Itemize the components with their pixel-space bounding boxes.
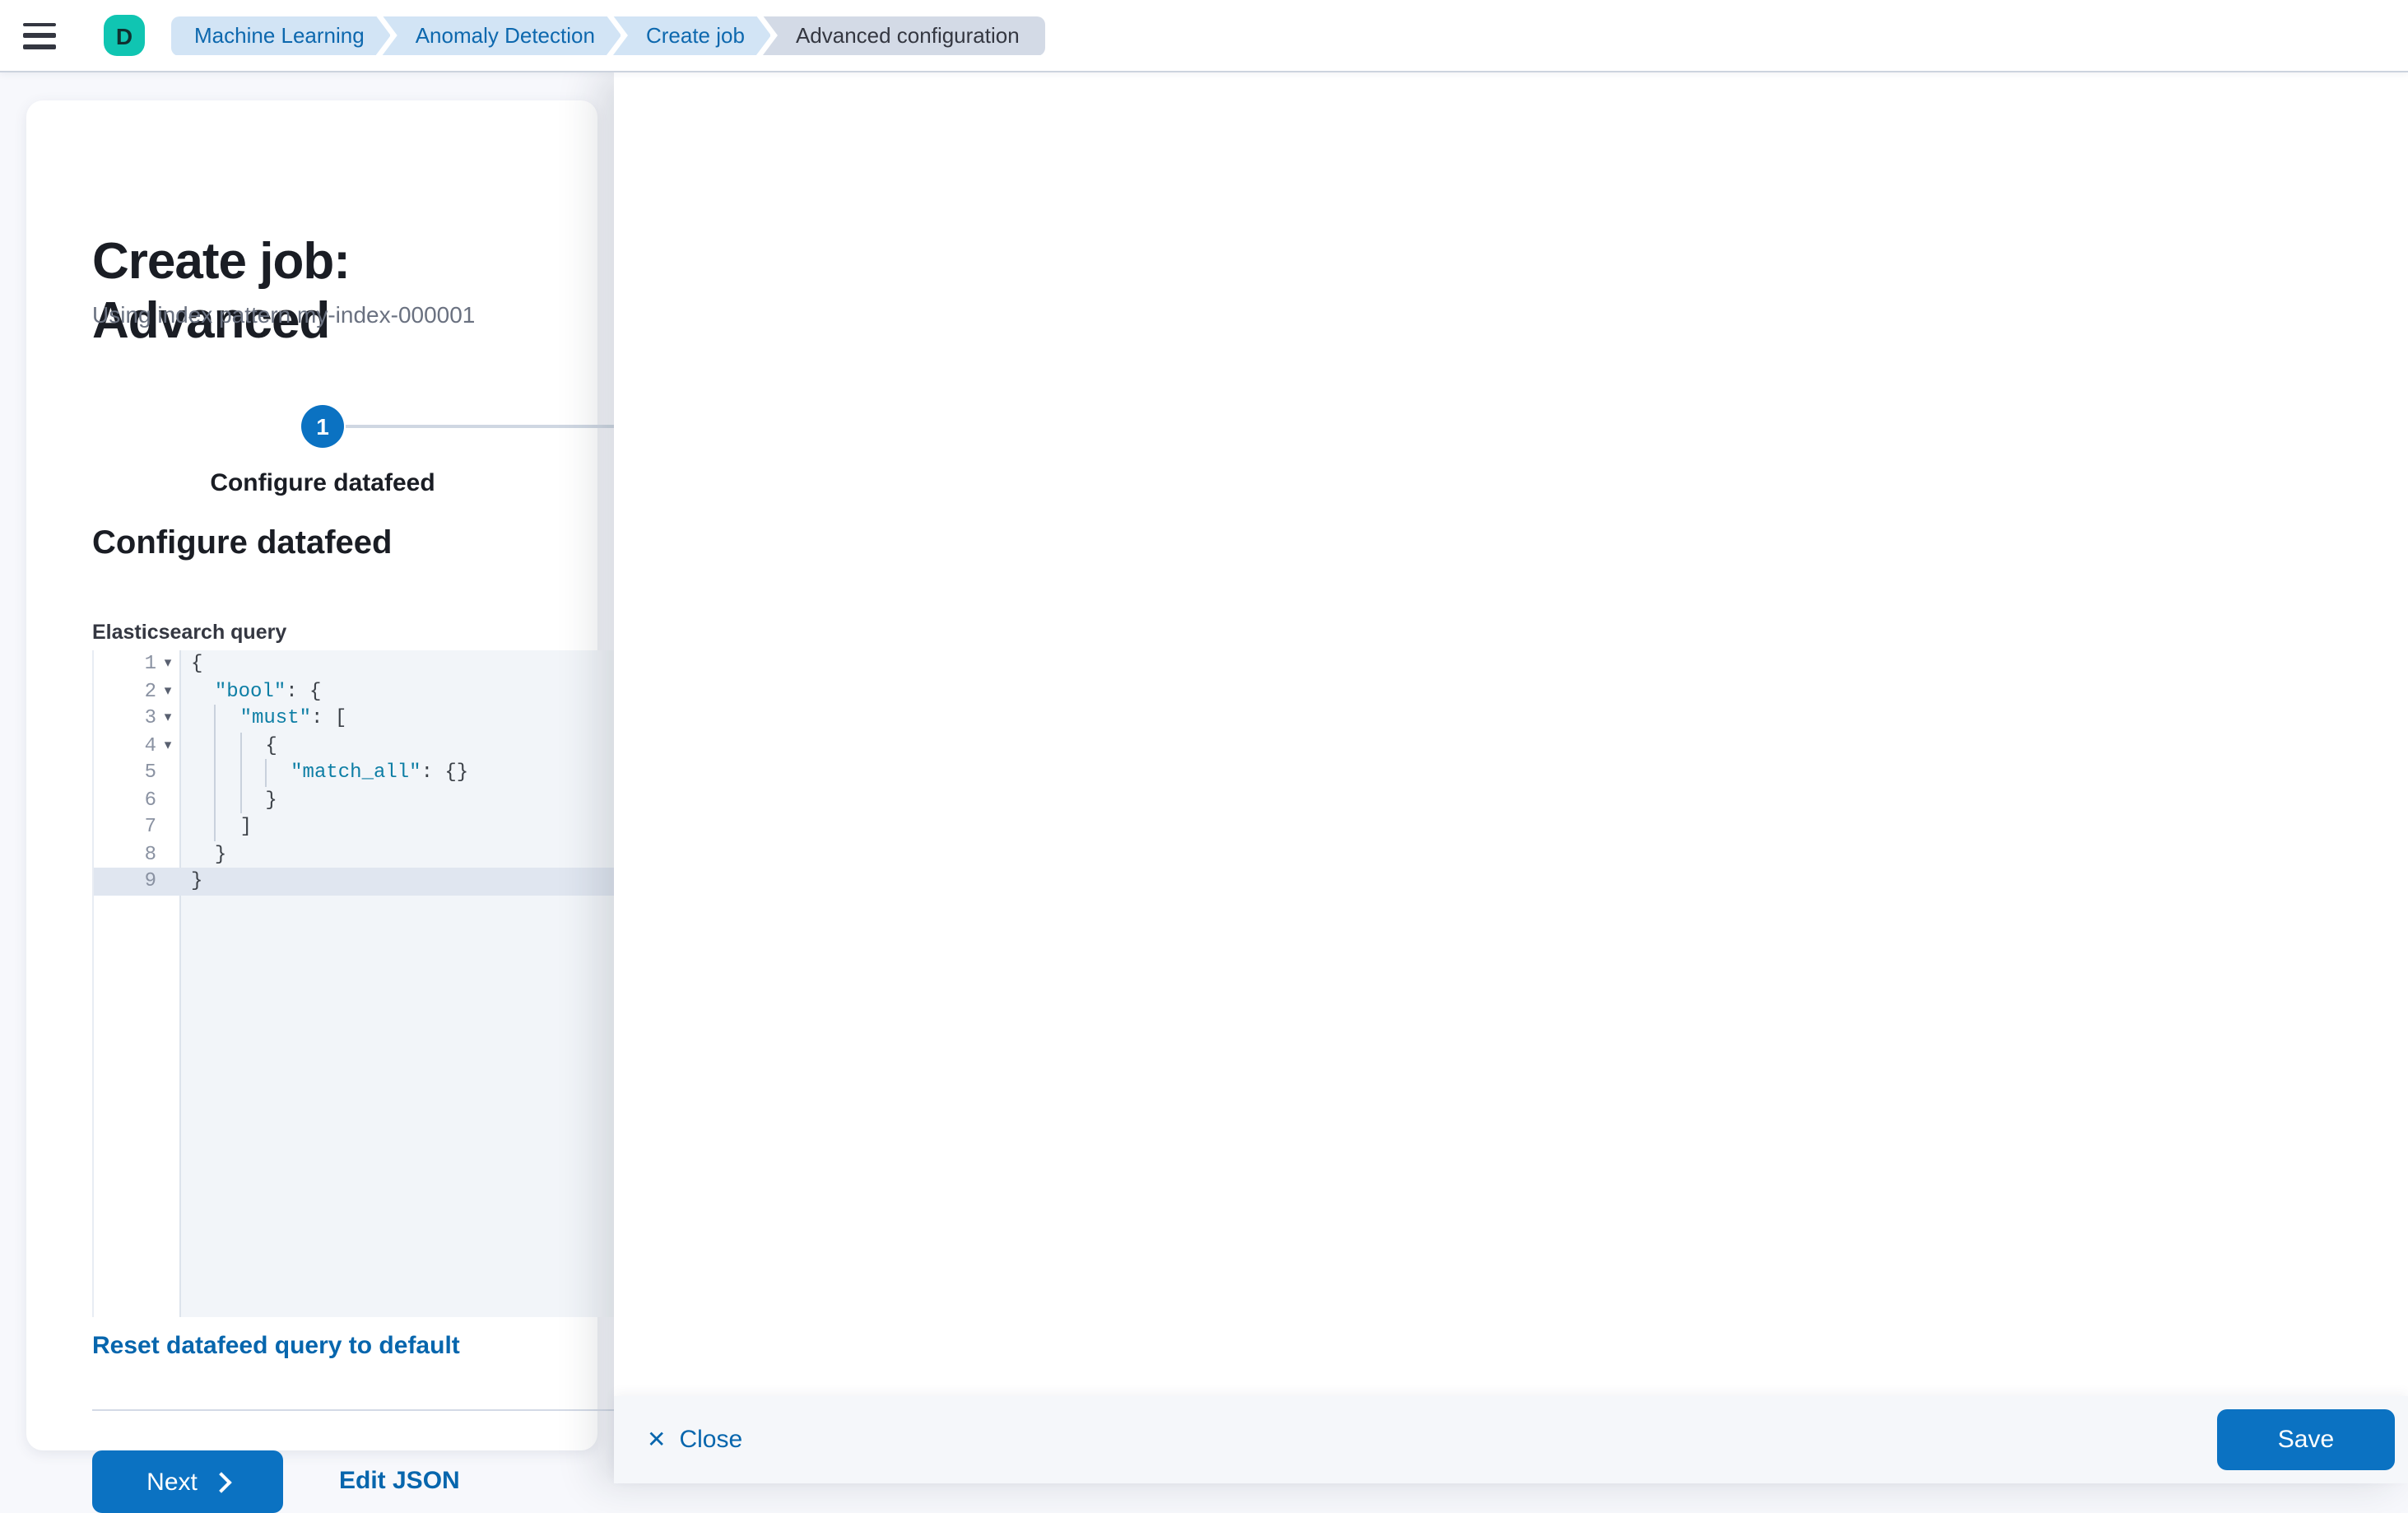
- page-subtitle: Using index pattern my-index-000001: [92, 301, 476, 328]
- chevron-right-icon: [211, 1472, 232, 1493]
- elasticsearch-query-label: Elasticsearch query: [92, 621, 287, 644]
- avatar[interactable]: D: [104, 15, 145, 56]
- code-line: 3▾ "must": [: [94, 705, 625, 732]
- step-1-label: Configure datafeed: [210, 469, 435, 497]
- fold-gutter: [156, 840, 179, 868]
- stepper-line: [346, 425, 642, 428]
- edit-json-link[interactable]: Edit JSON: [339, 1467, 460, 1495]
- close-button-label: Close: [679, 1426, 743, 1454]
- editor-code-area: [179, 650, 625, 1317]
- fold-gutter: [156, 759, 179, 786]
- close-button[interactable]: ✕ Close: [647, 1426, 742, 1454]
- divider: [92, 1409, 624, 1411]
- line-number: 6: [144, 788, 156, 811]
- code-line: 8 }: [94, 840, 625, 868]
- fold-arrow-icon[interactable]: ▾: [164, 710, 172, 726]
- es-query-editor[interactable]: 1▾{2▾ "bool": {3▾ "must": [4▾ {5 "match_…: [92, 650, 625, 1317]
- step-1-indicator[interactable]: 1: [301, 405, 344, 448]
- page-title: Create job: Advanced: [92, 232, 351, 349]
- save-button[interactable]: Save: [2217, 1409, 2395, 1470]
- line-number: 7: [144, 815, 156, 838]
- code-line: 4▾ {: [94, 732, 625, 759]
- line-number: 3: [144, 706, 156, 729]
- breadcrumb: Machine Learning Anomaly Detection Creat…: [171, 16, 1046, 55]
- code-line: 2▾ "bool": {: [94, 677, 625, 705]
- top-nav-bar: D Machine Learning Anomaly Detection Cre…: [0, 0, 2408, 72]
- wizard-panel: Create job: Advanced Using index pattern…: [26, 100, 642, 1513]
- fold-arrow-icon[interactable]: ▾: [164, 655, 172, 672]
- line-number: 2: [144, 679, 156, 702]
- next-button[interactable]: Next: [92, 1450, 283, 1513]
- configure-datafeed-heading: Configure datafeed: [92, 525, 393, 561]
- fold-gutter: [156, 786, 179, 813]
- code-line: 9}: [94, 868, 625, 895]
- close-icon: ✕: [647, 1427, 667, 1453]
- line-number: 8: [144, 842, 156, 865]
- editor-gutter: [94, 650, 179, 1317]
- fold-arrow-icon[interactable]: ▾: [164, 737, 172, 753]
- breadcrumb-advanced-configuration: Advanced configuration: [762, 16, 1046, 55]
- fold-arrow-icon[interactable]: ▾: [164, 682, 172, 699]
- code-line: 5 "match_all": {}: [94, 759, 625, 786]
- fold-gutter: [156, 868, 179, 895]
- breadcrumb-create-job[interactable]: Create job: [613, 16, 771, 55]
- code-line: 1▾{: [94, 650, 625, 677]
- reset-datafeed-query-link[interactable]: Reset datafeed query to default: [92, 1332, 460, 1360]
- code-line: 7 ]: [94, 813, 625, 840]
- flyout-footer: ✕ Close Save: [614, 1396, 2408, 1483]
- next-button-label: Next: [146, 1468, 198, 1496]
- edit-json-flyout: [614, 72, 2408, 1483]
- line-number: 1: [144, 652, 156, 675]
- line-number: 9: [144, 869, 156, 892]
- line-number: 4: [144, 733, 156, 756]
- menu-icon[interactable]: [23, 22, 56, 49]
- fold-gutter: [156, 813, 179, 840]
- breadcrumb-machine-learning[interactable]: Machine Learning: [171, 16, 391, 55]
- code-line: 6 }: [94, 786, 625, 813]
- line-number: 5: [144, 761, 156, 784]
- breadcrumb-anomaly-detection[interactable]: Anomaly Detection: [383, 16, 621, 55]
